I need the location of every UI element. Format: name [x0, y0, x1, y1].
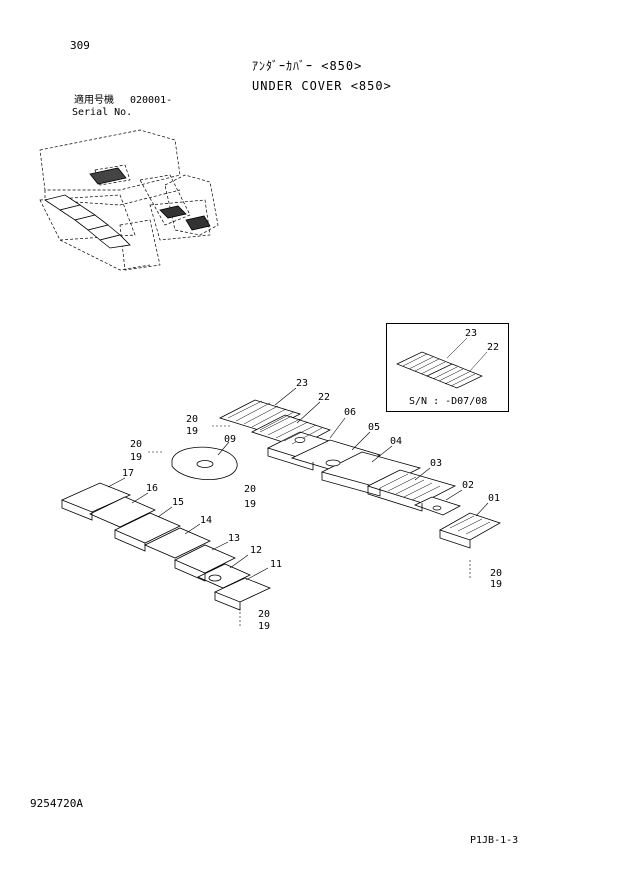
- page-number: 309: [70, 39, 90, 52]
- callout-12: 12: [250, 545, 262, 556]
- inset-serial-note: S/N : -D07/08: [409, 396, 487, 407]
- callout-20-e: 20: [258, 609, 270, 620]
- callout-labels: 23 22 06 05 04 03 02 01 20 19 09 20 19 2…: [122, 378, 502, 632]
- machine-overview-covers: [44, 167, 211, 249]
- part-17-cover: [60, 482, 132, 513]
- holes: [294, 437, 442, 511]
- right-cover-chain: [218, 399, 501, 549]
- callout-01: 01: [488, 493, 500, 504]
- callout-16: 16: [146, 483, 158, 494]
- callout-15: 15: [172, 497, 184, 508]
- callout-19-c: 19: [244, 499, 256, 510]
- part-01-cover: [439, 512, 501, 541]
- machine-overview-sketch: [39, 129, 219, 271]
- title-japanese: ｱﾝﾀﾞｰｶﾊﾞｰ <850>: [252, 59, 363, 73]
- callout-05: 05: [368, 422, 380, 433]
- part-15-cover: [114, 512, 181, 544]
- serial-range: 020001-: [130, 95, 173, 106]
- left-cover-chain: [60, 482, 272, 611]
- part-11-cover: [213, 577, 272, 603]
- part-16-cover: [89, 496, 156, 528]
- document-number: 9254720A: [30, 797, 83, 810]
- callout-19-d: 19: [490, 579, 502, 590]
- grating-hatching: [227, 400, 491, 535]
- callout-19-e: 19: [258, 621, 270, 632]
- part-13-cover: [174, 544, 236, 574]
- callout-02: 02: [462, 480, 474, 491]
- callout-13: 13: [228, 533, 240, 544]
- callout-04: 04: [390, 436, 402, 447]
- callout-09: 09: [224, 434, 236, 445]
- callout-22: 22: [318, 392, 330, 403]
- center-plate-09: [171, 446, 238, 481]
- callout-14: 14: [200, 515, 212, 526]
- callout-03: 03: [430, 458, 442, 469]
- callout-20-a: 20: [186, 414, 198, 425]
- callout-19-b: 19: [130, 452, 142, 463]
- callout-19-a: 19: [186, 426, 198, 437]
- inset-callout-23: 23: [465, 328, 477, 339]
- serial-label: Serial No.: [72, 107, 133, 118]
- leader-lines: [107, 387, 489, 626]
- callout-20-d: 20: [490, 568, 502, 579]
- inset-serial-variant: 23 22 S/N : -D07/08: [386, 323, 509, 412]
- callout-11: 11: [270, 559, 282, 570]
- callout-20-c: 20: [244, 484, 256, 495]
- callout-17: 17: [122, 468, 134, 479]
- callout-06: 06: [344, 407, 356, 418]
- inset-callout-22: 22: [487, 342, 499, 353]
- callout-23: 23: [296, 378, 308, 389]
- part-14-cover: [144, 527, 211, 559]
- applicable-label: 適用号機: [74, 95, 114, 106]
- page-code: P1JB-1-3: [470, 835, 519, 846]
- part-12-cover: [197, 563, 251, 589]
- callout-20-b: 20: [130, 439, 142, 450]
- inset-grating-drawing: 23 22 S/N : -D07/08: [396, 328, 499, 407]
- title-english: UNDER COVER <850>: [252, 79, 392, 93]
